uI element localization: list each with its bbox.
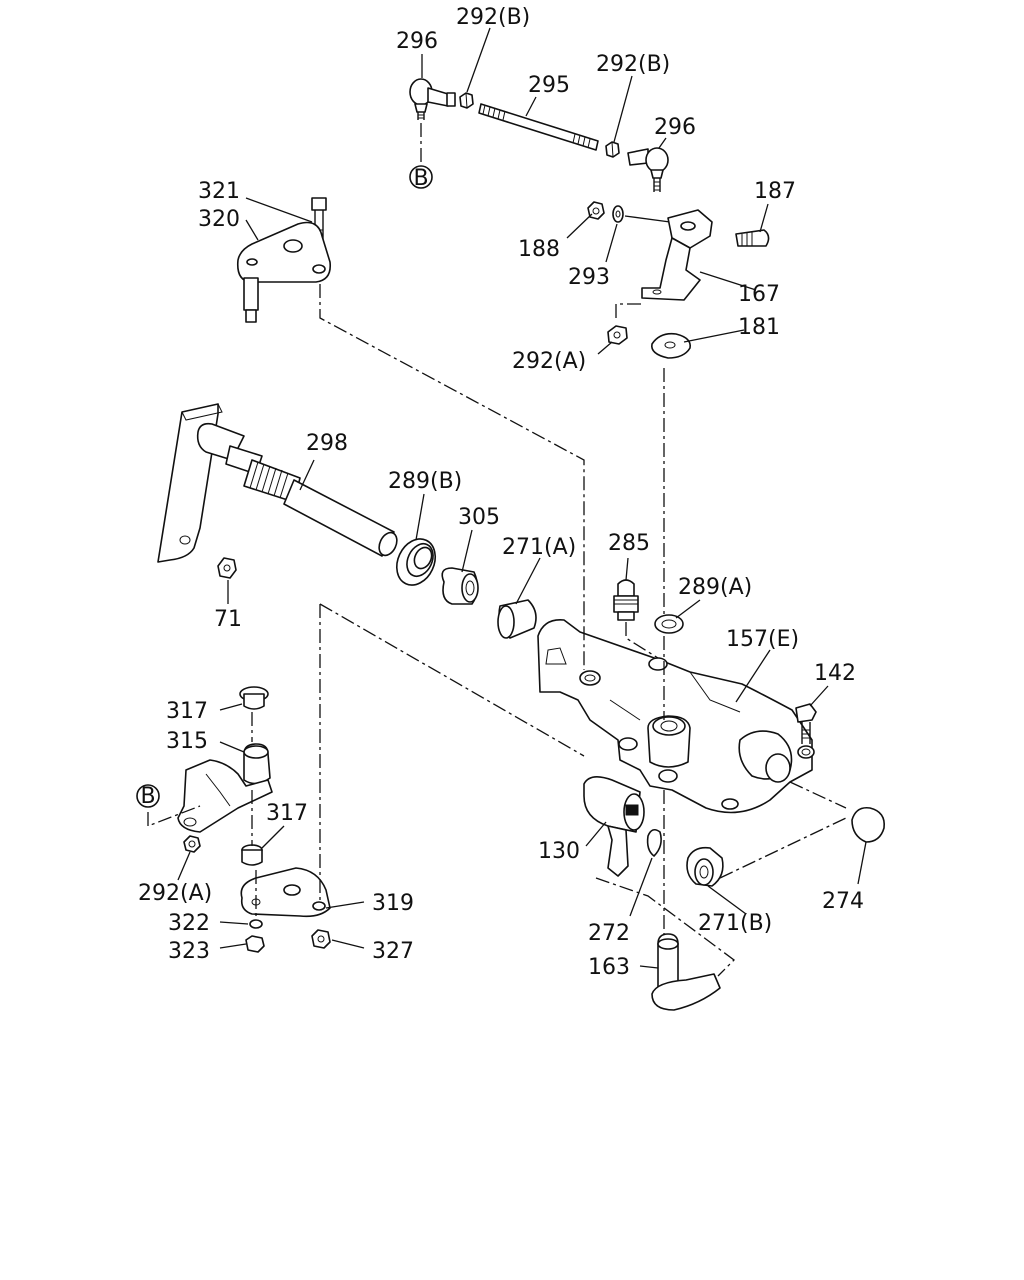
label-157e: 157(E) bbox=[726, 627, 799, 652]
label-321: 321 bbox=[198, 179, 240, 204]
label-317-top: 317 bbox=[166, 699, 208, 724]
bushing-271a bbox=[497, 599, 537, 639]
bushing-271b bbox=[686, 846, 724, 887]
lever-130 bbox=[583, 776, 645, 877]
bushing-317-bottom bbox=[241, 844, 263, 866]
label-292a-bottom: 292(A) bbox=[138, 881, 212, 906]
pin-187 bbox=[735, 229, 770, 247]
ball-joint-296-left bbox=[409, 78, 456, 120]
label-285: 285 bbox=[608, 531, 650, 556]
shaft-298 bbox=[196, 422, 398, 557]
label-289b: 289(B) bbox=[388, 469, 462, 494]
label-167: 167 bbox=[738, 282, 780, 307]
label-163: 163 bbox=[588, 955, 630, 980]
label-274: 274 bbox=[822, 889, 864, 914]
bolt-142 bbox=[795, 703, 817, 744]
label-317-bottom: 317 bbox=[266, 801, 308, 826]
label-320: 320 bbox=[198, 207, 240, 232]
label-271b: 271(B) bbox=[698, 911, 772, 936]
arm-315 bbox=[177, 743, 273, 833]
label-272: 272 bbox=[588, 921, 630, 946]
label-315: 315 bbox=[166, 729, 208, 754]
nut-292a-top bbox=[607, 325, 628, 345]
nut-292b-left bbox=[459, 92, 474, 109]
nut-71 bbox=[217, 557, 237, 579]
case-157e bbox=[537, 619, 815, 814]
label-292b-top: 292(B) bbox=[456, 5, 530, 30]
plug-274 bbox=[851, 806, 886, 843]
label-188: 188 bbox=[518, 237, 560, 262]
pin-163 bbox=[651, 933, 721, 1011]
label-323: 323 bbox=[168, 939, 210, 964]
circled-letter-b-icon: B bbox=[409, 123, 433, 191]
washer-322 bbox=[249, 919, 263, 929]
bushing-317-top bbox=[239, 686, 269, 710]
label-327: 327 bbox=[372, 939, 414, 964]
threaded-rod-295 bbox=[478, 103, 599, 151]
oil-seal-289b bbox=[395, 538, 437, 586]
label-289a: 289(A) bbox=[678, 575, 752, 600]
label-292b-right: 292(B) bbox=[596, 52, 670, 77]
ball-joint-296-right bbox=[627, 147, 669, 192]
label-322: 322 bbox=[168, 911, 210, 936]
label-187: 187 bbox=[754, 179, 796, 204]
nut-327 bbox=[311, 929, 331, 949]
clip-272 bbox=[646, 828, 662, 857]
label-292a-top: 292(A) bbox=[512, 349, 586, 374]
label-319: 319 bbox=[372, 891, 414, 916]
label-130: 130 bbox=[538, 839, 580, 864]
label-296-right: 296 bbox=[654, 115, 696, 140]
label-293: 293 bbox=[568, 265, 610, 290]
sensor-285 bbox=[613, 579, 639, 621]
bushing-305 bbox=[441, 567, 479, 605]
label-b-top: B bbox=[413, 166, 428, 191]
washer-289a bbox=[654, 614, 684, 634]
label-181: 181 bbox=[738, 315, 780, 340]
nut-292b-right bbox=[605, 141, 620, 158]
nut-292a-bottom bbox=[183, 835, 201, 853]
bracket-167 bbox=[641, 209, 713, 301]
label-b-bottom: B bbox=[140, 784, 155, 809]
washer-293 bbox=[612, 205, 624, 223]
label-71: 71 bbox=[214, 607, 242, 632]
plate-319 bbox=[240, 867, 331, 918]
nut-323 bbox=[245, 935, 265, 953]
label-298: 298 bbox=[306, 431, 348, 456]
lock-washer-181 bbox=[651, 332, 692, 359]
label-296-left: 296 bbox=[396, 29, 438, 54]
label-142: 142 bbox=[814, 661, 856, 686]
label-295: 295 bbox=[528, 73, 570, 98]
circled-letter-b-icon: B bbox=[136, 784, 160, 809]
bracket-320 bbox=[236, 221, 332, 323]
nut-188 bbox=[587, 201, 605, 220]
label-305: 305 bbox=[458, 505, 500, 530]
label-271a: 271(A) bbox=[502, 535, 576, 560]
